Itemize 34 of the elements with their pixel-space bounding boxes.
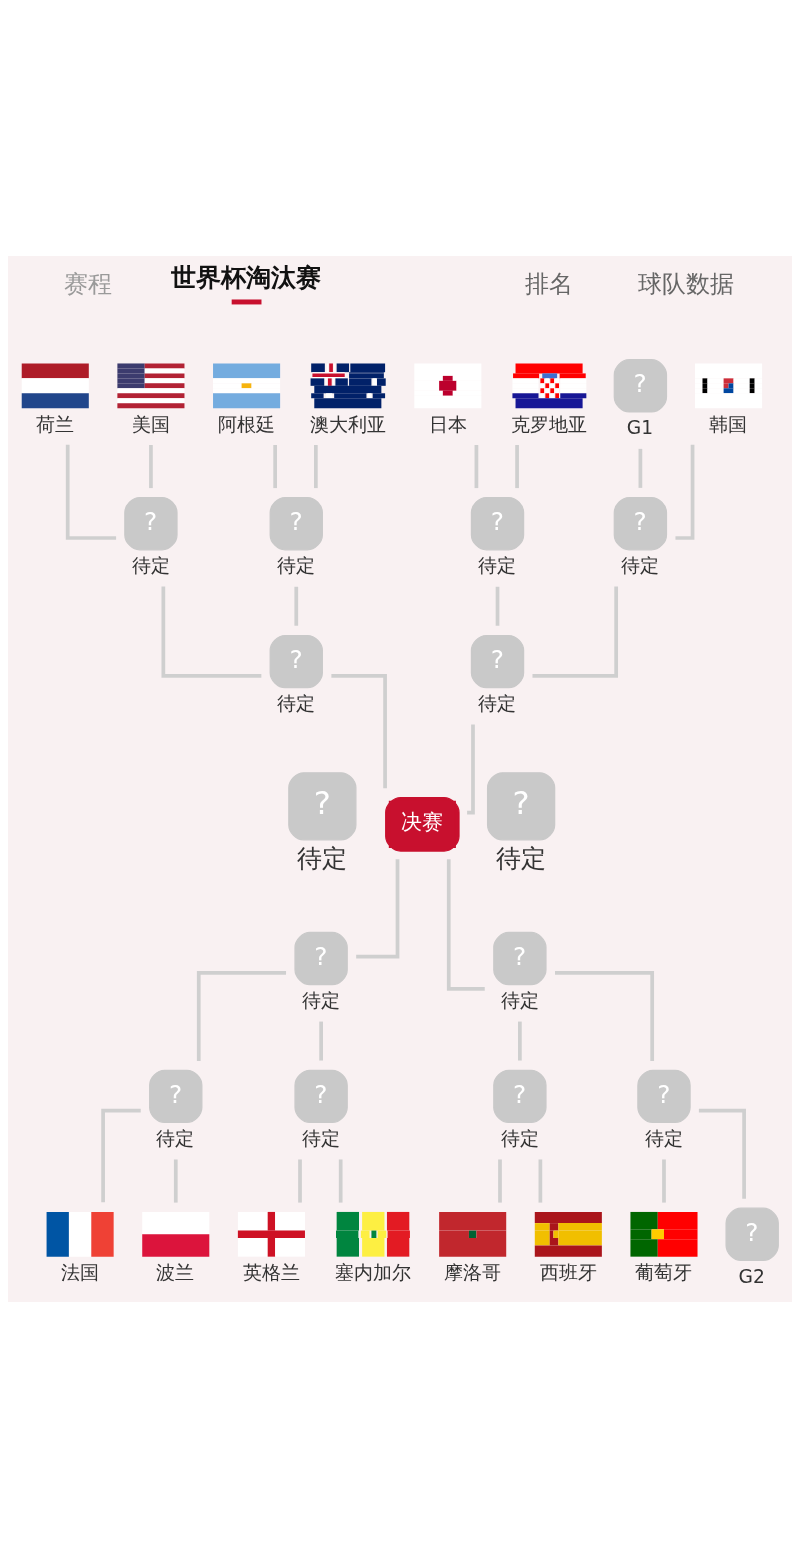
node-label: 荷兰: [36, 413, 75, 435]
node-label: 待定: [301, 1127, 340, 1149]
label: 世界杯淘汰赛: [170, 262, 321, 292]
node-label: 西班牙: [539, 1261, 597, 1283]
node-label: 待定: [478, 554, 517, 576]
node-label: 澳大利亚: [309, 413, 386, 435]
node-label: 待定: [277, 692, 316, 714]
node-label: 待定: [500, 1127, 539, 1149]
label: 排名: [524, 269, 573, 298]
node-label: 待定: [156, 1127, 195, 1149]
node-label: 待定: [495, 843, 546, 873]
node-label: 韩国: [709, 413, 748, 435]
node-label: 待定: [296, 843, 347, 873]
node-label: G2: [738, 1265, 765, 1287]
node-label: 摩洛哥: [444, 1261, 502, 1283]
node-label: 待定: [131, 554, 170, 576]
node-label: 待定: [500, 989, 539, 1011]
node-label: 英格兰: [242, 1261, 300, 1283]
node-label: 待定: [644, 1127, 683, 1149]
label: 赛程: [63, 269, 112, 298]
node-label: 待定: [301, 989, 340, 1011]
node-label: 克罗地亚: [511, 413, 588, 435]
node-label: G1: [626, 416, 654, 438]
node-label: 待定: [277, 554, 316, 576]
node-label: 待定: [478, 692, 517, 714]
node-label: 波兰: [156, 1261, 195, 1283]
node-label: 待定: [621, 554, 660, 576]
node-label: 美国: [131, 413, 170, 435]
label: 球队数据: [637, 269, 734, 298]
node-label: 葡萄牙: [635, 1261, 693, 1283]
node-label: 法国: [60, 1261, 99, 1283]
node-label: 日本: [428, 413, 467, 435]
node-label: 阿根廷: [218, 413, 276, 435]
node-label: 塞内加尔: [334, 1261, 411, 1283]
